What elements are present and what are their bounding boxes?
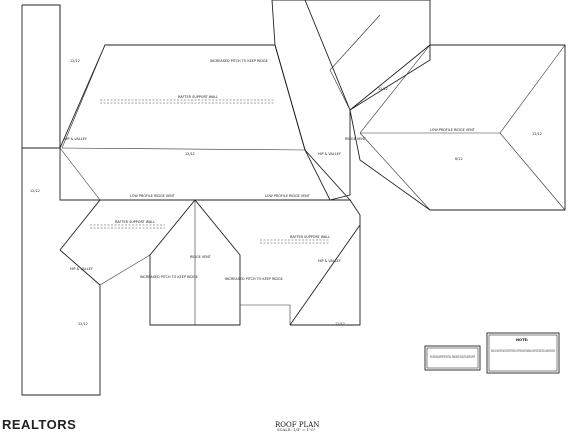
label-pitch-2: 12/12	[30, 189, 40, 193]
brand-watermark: REALTORS	[2, 417, 77, 432]
label-pitch-5: 12/12	[532, 132, 542, 136]
note-box-main: NOTE: FRAME ALL ROOF VALLEYS SUPPORT VAL…	[486, 332, 560, 374]
label-ridge-vent-2: RIDGE VENT	[345, 137, 367, 141]
label-hip-valley-1: HIP & VALLEY	[64, 137, 88, 141]
label-low-profile-ridge-vent-3: LOW PROFILE RIDGE VENT	[430, 128, 476, 132]
title-block: ROOF PLAN SCALE: 1/4" = 1'-0"	[275, 421, 319, 432]
rafter-support-walls	[90, 99, 330, 244]
label-hip-valley-4: HIP & VALLEY	[318, 259, 342, 263]
label-increased-pitch-1: INCREASED PITCH TO KEEP RIDGE	[210, 59, 268, 63]
note-box-small: NOTE: RIDGE BEAM SUPPORT PER STRUCTURAL …	[424, 345, 481, 371]
main-upper-roof	[59, 44, 352, 201]
label-pitch-6: 12/12	[78, 322, 88, 326]
label-low-profile-ridge-vent-1: LOW PROFILE RIDGE VENT	[130, 194, 176, 198]
label-low-profile-ridge-vent-2: LOW PROFILE RIDGE VENT	[265, 194, 311, 198]
label-hip-valley-3: HIP & VALLEY	[70, 267, 94, 271]
label-increased-pitch-2: INCREASED PITCH TO KEEP RIDGE	[140, 275, 198, 279]
plan-title: ROOF PLAN	[275, 421, 319, 429]
label-pitch-8: 6/12	[455, 157, 463, 161]
roof-labels: RAFTER SUPPORT WALL RAFTER SUPPORT WALL …	[30, 59, 542, 326]
label-rafter-support-wall-3: RAFTER SUPPORT WALL	[290, 235, 330, 239]
left-wing-roof	[21, 4, 101, 396]
lower-roof	[59, 199, 361, 326]
label-pitch-7: 12/12	[335, 322, 345, 326]
label-rafter-support-wall-2: RAFTER SUPPORT WALL	[115, 220, 155, 224]
upper-right-wing-roof	[271, 0, 431, 201]
right-wing-roof	[349, 44, 566, 211]
note-main-heading: NOTE:	[516, 338, 529, 342]
label-pitch-1: 12/12	[70, 59, 80, 63]
note-small-text: NOTE: RIDGE BEAM SUPPORT PER STRUCTURAL …	[430, 355, 475, 359]
label-pitch-3: 12/12	[185, 152, 195, 156]
note-main-text: FRAME ALL ROOF VALLEYS SUPPORT VALLEY JO…	[491, 349, 555, 353]
label-hip-valley-2: HIP & VALLEY	[318, 152, 342, 156]
plan-scale: SCALE: 1/4" = 1'-0"	[277, 427, 316, 432]
label-ridge-vent-1: RIDGE VENT	[190, 255, 212, 259]
label-increased-pitch-3: INCREASED PITCH TO KEEP RIDGE	[225, 277, 283, 281]
label-pitch-4: 12/12	[378, 87, 388, 91]
label-rafter-support-wall-1: RAFTER SUPPORT WALL	[178, 95, 218, 99]
